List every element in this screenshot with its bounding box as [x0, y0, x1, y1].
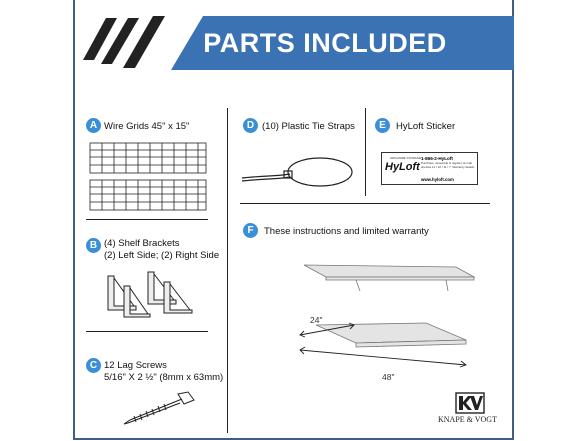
sticker-tagline: ORGANIZE STORAGE [390, 156, 422, 160]
sticker-brand: HyLoft [385, 161, 420, 173]
depth-dimension: 24" [310, 315, 323, 325]
sticker-fine-print: Purchase, assemble & register. E-mail sh… [421, 161, 475, 169]
divider-a [86, 219, 208, 220]
part-f-label: These instructions and limited warranty [264, 226, 429, 237]
hyloft-sticker: ORGANIZE STORAGE HyLoft 1-866-2-HyLoft P… [381, 152, 478, 185]
banner-graphic [83, 16, 514, 70]
wire-grids-illustration [89, 142, 207, 211]
lag-screw-illustration [123, 391, 195, 425]
divider-b [86, 331, 208, 332]
knape-vogt-logo [455, 392, 485, 414]
column-divider [227, 108, 228, 433]
page-frame [73, 0, 514, 440]
part-c-line2: 5/16" X 2 ½" (8mm x 63mm) [104, 372, 224, 383]
part-e-label: HyLoft Sticker [396, 121, 456, 132]
banner-title: PARTS INCLUDED [203, 28, 447, 58]
part-b-line2: (2) Left Side; (2) Right Side [104, 250, 220, 261]
divider-top-right [240, 203, 490, 204]
part-a-label: Wire Grids 45" x 15" [104, 121, 190, 132]
badge-a: A [86, 118, 101, 133]
company-name: KNAPE & VOGT [438, 415, 497, 424]
part-d-label: (10) Plastic Tie Straps [262, 121, 355, 132]
sticker-phone: 1-866-2-HyLoft [421, 156, 453, 161]
badge-d: D [243, 118, 258, 133]
part-c-line1: 12 Lag Screws [104, 360, 167, 371]
shelf-brackets-illustration [107, 271, 193, 318]
badge-b: B [86, 238, 101, 253]
tie-straps-illustration [241, 157, 353, 187]
badge-f: F [243, 223, 258, 238]
width-dimension: 48" [382, 372, 395, 382]
shelf-illustration [299, 264, 476, 368]
sticker-website: www.hyloft.com [421, 177, 454, 182]
d-e-divider [365, 108, 366, 196]
badge-e: E [375, 118, 390, 133]
part-b-line1: (4) Shelf Brackets [104, 238, 180, 249]
badge-c: C [86, 358, 101, 373]
